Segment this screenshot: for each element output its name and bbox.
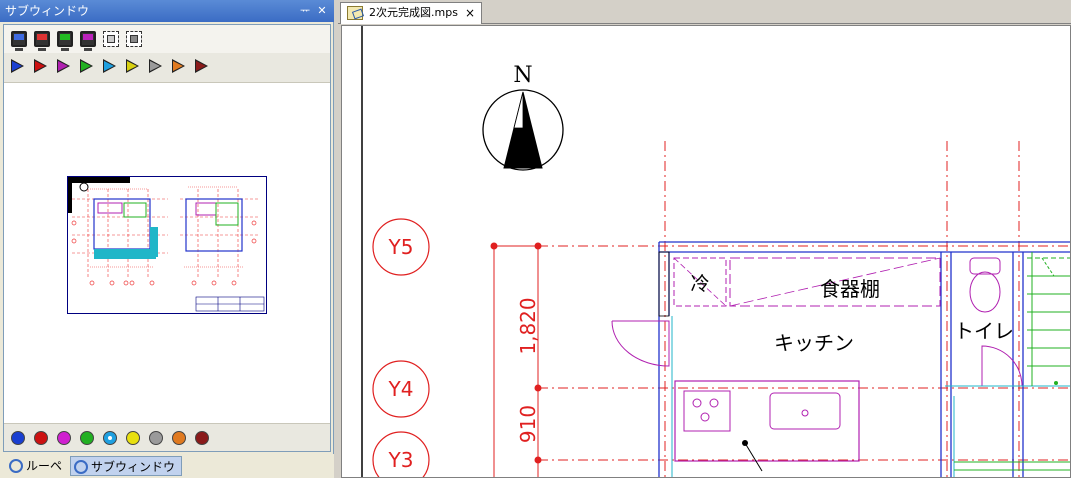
grid-label-y4: Y4 xyxy=(388,377,414,401)
toilet-label: トイレ xyxy=(954,319,1014,343)
monitor-green-icon[interactable] xyxy=(57,31,73,51)
select-area-icon[interactable] xyxy=(103,31,119,47)
play-arrow-icon-2[interactable] xyxy=(34,59,47,73)
color-dot-5[interactable] xyxy=(103,431,117,445)
minimap-viewport[interactable] xyxy=(67,176,267,314)
color-dot-7[interactable] xyxy=(149,431,163,445)
close-icon[interactable]: ✕ xyxy=(317,4,327,17)
toilet-tank xyxy=(969,257,1001,275)
door-swing-kitchen xyxy=(611,320,670,367)
overview-minimap[interactable] xyxy=(4,83,330,409)
drawing-canvas[interactable]: N Y5 xyxy=(341,25,1071,478)
dimension-910: 910 xyxy=(516,405,540,443)
panel-tabs: ルーペ サブウィンドウ xyxy=(0,454,334,478)
grid-lines xyxy=(538,141,1070,477)
toilet-bowl-icon xyxy=(969,271,1001,313)
tab-subwindow-label: サブウィンドウ xyxy=(91,460,176,474)
color-dot-3[interactable] xyxy=(57,431,71,445)
tab-loupe[interactable]: ルーペ xyxy=(6,456,68,476)
kitchen-counter xyxy=(674,380,860,462)
stove xyxy=(683,390,731,432)
cupboard-label: 食器棚 xyxy=(820,277,880,301)
document-tab[interactable]: 2次元完成図.mps × xyxy=(340,2,482,24)
color-dot-6[interactable] xyxy=(126,431,140,445)
kitchen-label: キッチン xyxy=(774,331,854,355)
fridge xyxy=(673,257,727,307)
play-arrow-icon-6[interactable] xyxy=(126,59,139,73)
play-arrow-icon-3[interactable] xyxy=(57,59,70,73)
dimension-line xyxy=(490,242,542,477)
grid-label-y5: Y5 xyxy=(388,235,414,259)
staircase xyxy=(954,252,1070,471)
color-dot-9[interactable] xyxy=(195,431,209,445)
arrow-color-toolbar xyxy=(4,53,330,83)
document-tabbar: 2次元完成図.mps × xyxy=(338,0,1071,24)
play-arrow-icon-9[interactable] xyxy=(195,59,208,73)
dimension-1820: 1,820 xyxy=(516,297,540,354)
grid-axis-y3: Y3 xyxy=(372,431,430,477)
monitor-red-icon[interactable] xyxy=(34,31,50,51)
subwindow-icon xyxy=(74,460,88,474)
drawing-file-icon xyxy=(347,6,363,20)
minimap-plan xyxy=(68,177,265,312)
subwindow-panel: サブウィンドウ ᅲ ✕ xyxy=(0,0,334,478)
north-label: N xyxy=(513,63,532,88)
select-objects-icon[interactable] xyxy=(126,31,142,47)
subwindow-content xyxy=(3,24,331,452)
color-dot-4[interactable] xyxy=(80,431,94,445)
subwindow-title: サブウィンドウ xyxy=(5,4,90,18)
play-arrow-icon-7[interactable] xyxy=(149,59,162,73)
play-arrow-icon-5[interactable] xyxy=(103,59,116,73)
play-arrow-icon-4[interactable] xyxy=(80,59,93,73)
monitor-blue-icon[interactable] xyxy=(11,31,27,51)
play-arrow-icon-1[interactable] xyxy=(11,59,24,73)
tab-loupe-label: ルーペ xyxy=(26,459,63,473)
subwindow-titlebar: サブウィンドウ ᅲ ✕ xyxy=(0,0,334,22)
view-toolbar xyxy=(4,25,330,53)
color-dot-2[interactable] xyxy=(34,431,48,445)
grid-axis-y5: Y5 xyxy=(372,218,430,276)
monitor-purple-icon[interactable] xyxy=(80,31,96,51)
document-tab-label: 2次元完成図.mps xyxy=(369,6,458,19)
cupboard xyxy=(729,257,941,307)
close-tab-icon[interactable]: × xyxy=(464,6,475,20)
door-swing-toilet xyxy=(981,345,1023,387)
grid-axis-y4: Y4 xyxy=(372,360,430,418)
pin-icon[interactable]: ᅲ xyxy=(299,4,311,17)
color-palette xyxy=(4,423,330,451)
magnifier-icon xyxy=(9,459,23,473)
walls xyxy=(658,241,1070,477)
play-arrow-icon-8[interactable] xyxy=(172,59,185,73)
north-arrow-pointer xyxy=(503,91,543,169)
grid-label-y3: Y3 xyxy=(388,448,414,472)
sink xyxy=(769,392,841,430)
document-area: 2次元完成図.mps × N xyxy=(338,0,1071,478)
color-dot-8[interactable] xyxy=(172,431,186,445)
fridge-label: 冷 xyxy=(690,273,709,295)
tab-subwindow[interactable]: サブウィンドウ xyxy=(70,456,183,476)
color-dot-1[interactable] xyxy=(11,431,25,445)
floor-plan-drawing: N Y5 xyxy=(361,26,1070,477)
